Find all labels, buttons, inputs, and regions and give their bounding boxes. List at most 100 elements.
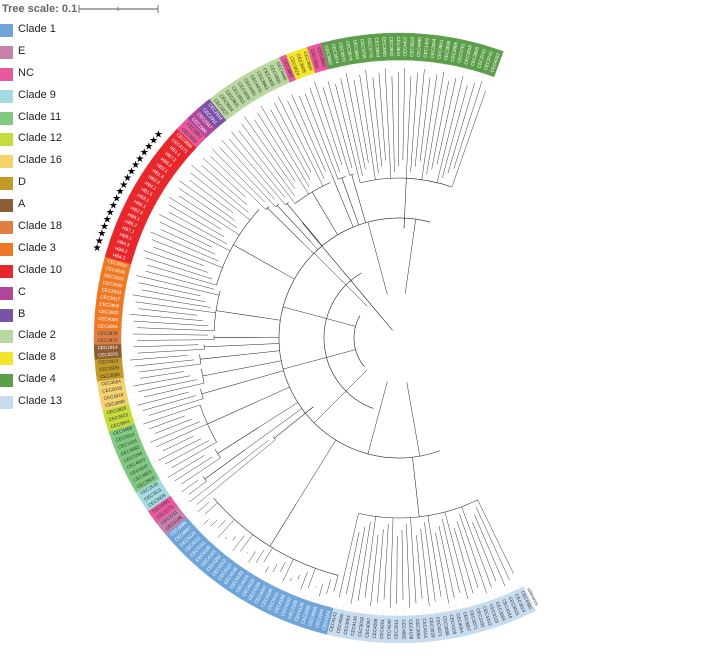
leaf-label: CEC3838: [443, 40, 451, 61]
leaf-label: CEC3069: [495, 601, 507, 622]
legend-label: Clade 4: [18, 373, 56, 386]
leaf-label: CEC4143: [328, 611, 337, 632]
leaf-label: CEC4140: [386, 619, 392, 640]
legend-label: C: [18, 285, 26, 298]
star-marker: ★: [154, 130, 163, 141]
tree-scale-bar: [78, 5, 159, 13]
star-marker: ★: [112, 193, 121, 204]
legend-swatch: [0, 242, 13, 256]
legend-label: Clade 3: [18, 241, 56, 254]
star-marker: ★: [100, 221, 109, 232]
legend-item: Clade 1: [0, 22, 110, 44]
leaf-label: CEC3932: [389, 37, 395, 57]
legend-item: Clade 11: [0, 110, 110, 132]
leaf-label: CEC3859: [317, 47, 327, 68]
leaf-label: CEC4109: [449, 614, 458, 635]
star-marker: ★: [109, 200, 118, 211]
leaf-label: CEC4152: [422, 618, 429, 639]
leaf-label: CEC3915: [98, 358, 119, 365]
leaf-label: HB1.5: [140, 186, 154, 197]
leaf-label: CEC3874: [345, 41, 353, 62]
star-marker: ★: [127, 167, 136, 178]
legend-label: Clade 10: [18, 263, 63, 276]
legend-item: Clade 3: [0, 241, 110, 263]
leaf-label: CEC4054: [455, 613, 464, 634]
leaf-label: CEC3029: [428, 617, 435, 638]
legend-item: Clade 13: [0, 394, 110, 416]
leaf-label: CEC3604: [101, 379, 122, 387]
leaf-label: CEC4136: [350, 615, 358, 636]
leaf-label: CEC3914: [115, 431, 136, 443]
leaf-label: CEC3873: [98, 338, 118, 343]
star-marker: ★: [135, 154, 144, 165]
leaf-label: CEC3618: [463, 44, 473, 65]
leaf-label: HB6.2: [160, 156, 174, 168]
star-marker: ★: [116, 187, 125, 198]
leaf-label: HB8.2: [114, 246, 128, 255]
legend-label: Clade 13: [18, 395, 63, 408]
leaf-label: CEC3641: [110, 419, 131, 430]
leaf-label: CEC3860: [100, 372, 121, 380]
legend-swatch: [0, 308, 13, 322]
legend-swatch: [0, 286, 13, 300]
leaf-label: CEC4080: [336, 613, 345, 634]
clade-band: [321, 32, 504, 78]
leaf-label: CEC3878: [98, 331, 118, 336]
leaf-label: CEC3004: [430, 38, 437, 59]
leaf-label: CEC3856: [310, 49, 321, 70]
leaf-label: CEC3870: [338, 42, 347, 63]
clade-ring: referenceCEC4382CEC3024CEC3015CEC4184CEC…: [93, 32, 540, 644]
leaf-label: CEC3755: [359, 39, 366, 60]
leaf-label: CEC3061: [343, 614, 352, 635]
leaf-label: CEC4071: [435, 617, 443, 638]
leaf-label: CEC3641: [396, 37, 401, 57]
leaf-label: HB4.2: [112, 252, 126, 260]
legend-label: B: [18, 307, 26, 320]
leaf-label: CEC3886: [450, 41, 459, 62]
leaf-label: CEC4469: [112, 425, 133, 436]
legend-swatch: [0, 24, 13, 37]
legend-item: A: [0, 197, 110, 219]
legend-label: Clade 2: [18, 329, 56, 342]
leaf-label: CEC3909: [99, 365, 120, 372]
leaf-label: CEC3920: [99, 309, 120, 316]
legend-label: Clade 8: [18, 351, 56, 364]
legend-swatch: [0, 133, 13, 147]
leaf-label: CEC4208: [372, 618, 379, 639]
legend-swatch: [0, 155, 13, 169]
star-marker: ★: [106, 207, 115, 218]
legend-item: Clade 2: [0, 328, 110, 350]
leaf-label: CEC4126: [293, 601, 305, 622]
legend-swatch: [0, 199, 13, 213]
leaf-label: CEC4203: [482, 606, 493, 627]
leaf-label: HB2.3: [130, 205, 144, 215]
leaf-label: CEC4163: [321, 610, 331, 631]
leaf-label: CEC3826: [106, 405, 127, 415]
legend-label: E: [18, 44, 26, 57]
leaf-label: CEC3776: [367, 38, 374, 59]
leaf-label: CEC3863: [352, 39, 360, 60]
legend-item: C: [0, 285, 110, 307]
leaf-label: HB8.1: [119, 232, 133, 241]
legend-swatch: [0, 330, 13, 344]
legend-item: B: [0, 307, 110, 329]
legend-swatch: [0, 45, 13, 59]
leaf-label: CEC4097: [364, 617, 371, 638]
star-marker: ★: [95, 236, 104, 247]
leaf-label: CEC3884: [303, 51, 314, 72]
leaf-label: CEC3059: [415, 619, 421, 640]
leaf-label: CEC3910: [107, 258, 128, 268]
legend-item: Clade 18: [0, 219, 110, 241]
leaf-label: CEC3011: [394, 619, 399, 639]
leaf-label: CEC3874: [331, 43, 340, 64]
leaf-label: CEC3904: [98, 323, 119, 329]
leaf-label: HB5.2: [124, 219, 138, 229]
legend-swatch: [0, 221, 13, 235]
leaf-label: CEC3916: [104, 273, 125, 282]
leaf-label: CEC2876: [98, 351, 119, 357]
legend-label: Clade 16: [18, 154, 63, 167]
leaf-label: CEC4044: [314, 608, 324, 629]
leaf-label: HB4.3: [117, 239, 131, 248]
star-markers: ★★★★★★★★★★★★★★★★★★: [93, 130, 163, 254]
legend-swatch: [0, 89, 13, 103]
